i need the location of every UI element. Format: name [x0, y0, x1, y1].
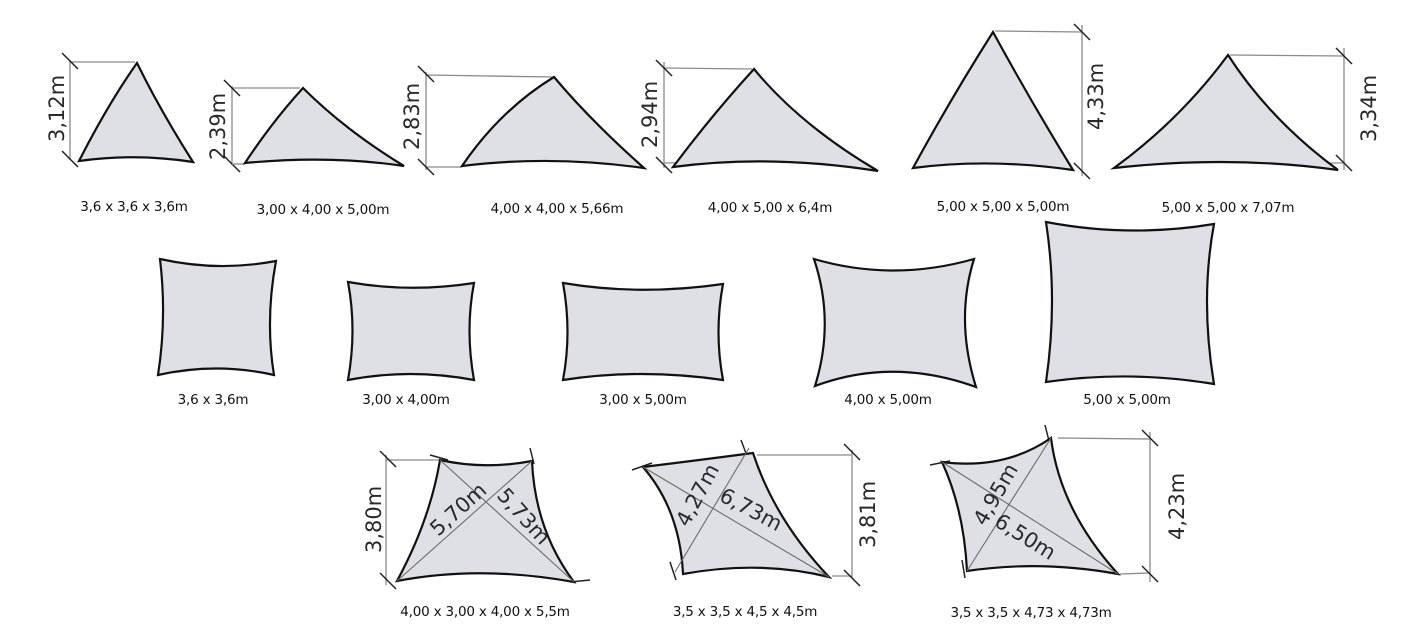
- caption-triangle-1: 3,6 x 3,6 x 3,6m: [80, 199, 188, 215]
- caption-triangle-3: 4,00 x 4,00 x 5,66m: [490, 201, 624, 217]
- caption-rectangle-5: 5,00 x 5,00m: [1083, 392, 1171, 408]
- rectangle-sail-4: [812, 257, 978, 389]
- quad-sail-1: 3,80m 5,70m 5,73m: [362, 447, 591, 590]
- height-label: 3,34m: [1357, 75, 1381, 142]
- caption-triangle-4: 4,00 x 5,00 x 6,4m: [707, 200, 833, 216]
- quad-sail-3: 4,23m 4,95m 6,50m: [929, 424, 1189, 583]
- height-label: 2,83m: [400, 83, 424, 150]
- caption-rectangle-4: 4,00 x 5,00m: [844, 392, 932, 408]
- caption-triangle-2: 3,00 x 4,00 x 5,00m: [256, 202, 390, 218]
- rectangle-sail-2: [346, 280, 476, 382]
- caption-rectangle-2: 3,00 x 4,00m: [362, 392, 450, 408]
- rectangle-sail-3: [561, 281, 725, 382]
- quad-sail-2: 3,81m 4,27m 6,73m: [631, 439, 880, 587]
- caption-rectangle-3: 3,00 x 5,00m: [599, 392, 687, 408]
- caption-quad-1: 4,00 x 3,00 x 4,00 x 5,5m: [400, 604, 570, 620]
- rectangle-sail-1: [156, 257, 278, 377]
- triangle-sail-3: 2,83m: [400, 65, 648, 176]
- height-label: 4,23m: [1165, 473, 1189, 540]
- triangle-sail-6: 3,34m: [1109, 47, 1381, 172]
- caption-triangle-6: 5,00 x 5,00 x 7,07m: [1161, 200, 1295, 216]
- caption-rectangle-1: 3,6 x 3,6m: [177, 392, 249, 408]
- triangle-sail-2: 2,39m: [206, 79, 405, 173]
- height-label: 3,81m: [856, 481, 880, 548]
- height-label: 2,94m: [638, 81, 662, 148]
- caption-triangle-5: 5,00 x 5,00 x 5,00m: [936, 199, 1070, 215]
- caption-quad-3: 3,5 x 3,5 x 4,73 x 4,73m: [950, 605, 1112, 621]
- height-label: 4,33m: [1084, 63, 1108, 130]
- height-label: 3,80m: [362, 486, 386, 553]
- height-label: 3,12m: [45, 75, 69, 142]
- rectangle-sail-5: [1044, 220, 1216, 386]
- caption-quad-2: 3,5 x 3,5 x 4,5 x 4,5m: [672, 604, 818, 620]
- triangle-sail-1: 3,12m: [45, 52, 196, 168]
- triangle-sail-5: 4,33m: [911, 23, 1108, 180]
- height-label: 2,39m: [206, 93, 230, 160]
- triangle-sail-4: 2,94m: [638, 59, 879, 174]
